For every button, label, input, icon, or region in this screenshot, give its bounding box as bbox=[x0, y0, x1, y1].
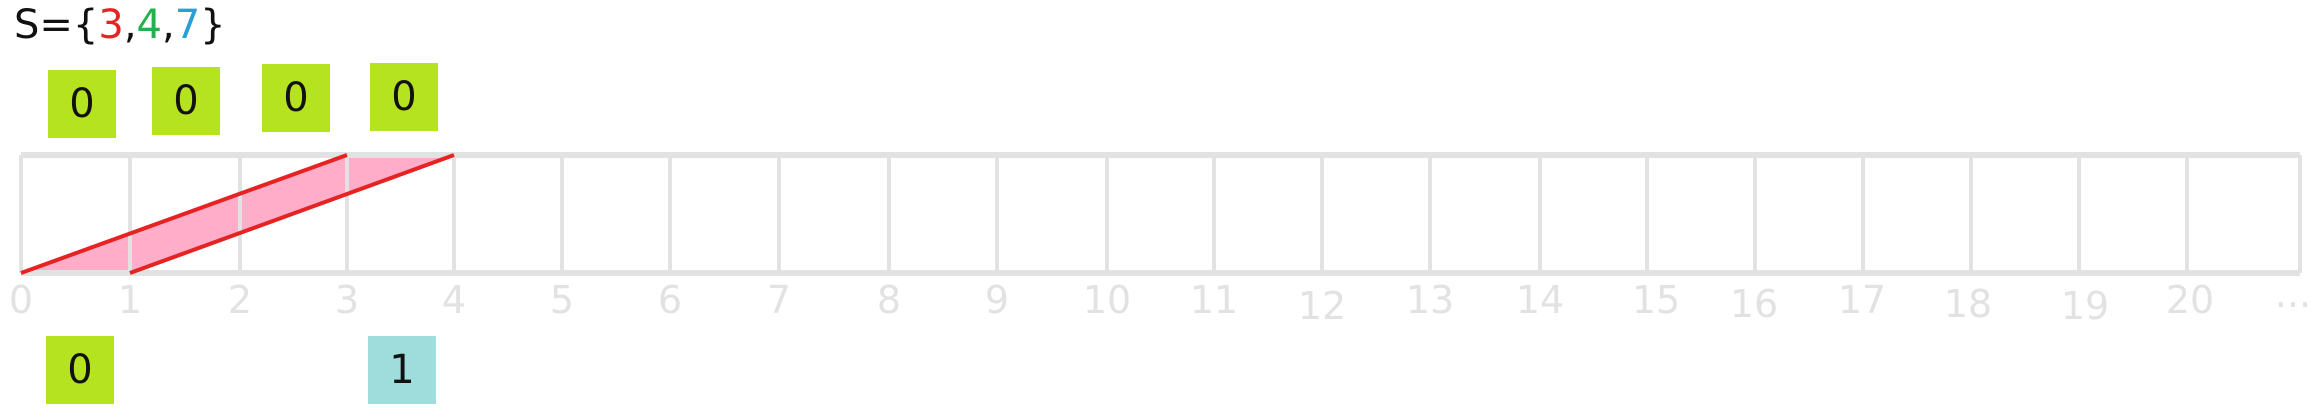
highlight-edge-right bbox=[129, 153, 455, 275]
axis-tick-label: 11 bbox=[1189, 278, 1239, 322]
axis-tick-label: 4 bbox=[441, 278, 467, 322]
axis-tick-label: 16 bbox=[1729, 282, 1779, 326]
highlight-edge-left bbox=[20, 153, 348, 275]
highlight-band bbox=[21, 155, 454, 273]
top-value-box: 0 bbox=[152, 67, 220, 135]
axis-tick-label: 3 bbox=[334, 278, 360, 322]
axis-tick-label: 2 bbox=[227, 278, 253, 322]
axis-tick-label: 9 bbox=[984, 278, 1010, 322]
axis-tick-label: 12 bbox=[1297, 284, 1347, 328]
axis-tick-label: 1 bbox=[117, 278, 143, 322]
axis-tick-label: 18 bbox=[1943, 282, 1993, 326]
top-value-box: 0 bbox=[262, 64, 330, 132]
set-number-4: 4 bbox=[136, 2, 162, 48]
axis-tick-label: 20 bbox=[2165, 278, 2215, 322]
bottom-value-box: 1 bbox=[368, 336, 436, 404]
set-prefix: S={ bbox=[14, 2, 99, 48]
set-number-7: 7 bbox=[174, 2, 201, 48]
axis-tick-label: 10 bbox=[1082, 278, 1132, 322]
axis-tick-label: 15 bbox=[1631, 278, 1681, 322]
axis-tick-label: 6 bbox=[657, 278, 683, 322]
set-comma: , bbox=[161, 2, 175, 48]
axis-tick-label: 8 bbox=[876, 278, 902, 322]
axis-tick-label: 7 bbox=[766, 278, 792, 322]
axis-tick-label: 13 bbox=[1405, 278, 1455, 322]
set-number-3: 3 bbox=[98, 2, 124, 48]
top-value-box: 0 bbox=[370, 63, 438, 131]
set-suffix: } bbox=[200, 2, 226, 48]
set-label: S={3,4,7} bbox=[14, 2, 226, 48]
axis-tick-label: 17 bbox=[1837, 278, 1887, 322]
set-comma: , bbox=[123, 2, 137, 48]
axis-tick-label: ... bbox=[2274, 272, 2312, 316]
axis-tick-label: 0 bbox=[8, 278, 34, 322]
axis-tick-label: 19 bbox=[2060, 284, 2110, 328]
axis-tick-label: 14 bbox=[1515, 278, 1565, 322]
bottom-value-box: 0 bbox=[46, 336, 114, 404]
axis-tick-label: 5 bbox=[549, 278, 575, 322]
top-value-box: 0 bbox=[48, 70, 116, 138]
